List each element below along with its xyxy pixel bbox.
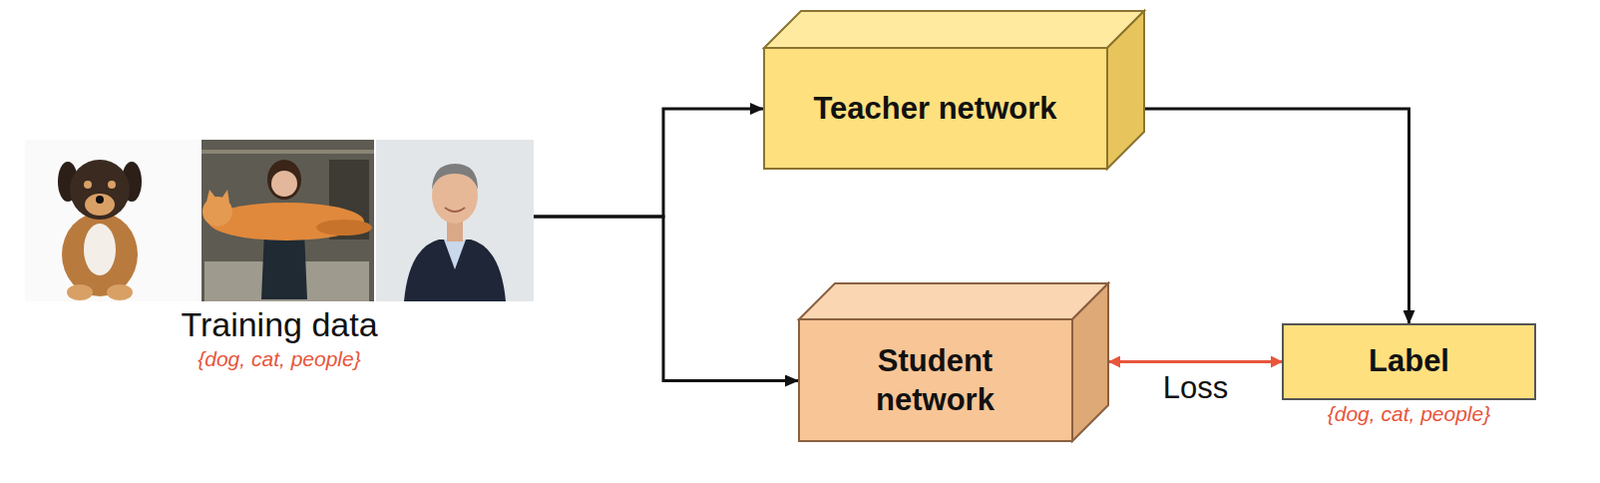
box-top-face [799, 283, 1109, 320]
box-front-face [799, 319, 1073, 441]
man-shirt [443, 239, 466, 270]
front-face: Teacher network [763, 47, 1108, 170]
dog-body [61, 212, 138, 297]
dog-muzzle [84, 193, 115, 216]
flow-arrow [1145, 108, 1410, 324]
dog-chest [83, 223, 116, 276]
man-hair [431, 163, 478, 190]
box-side-face [1107, 10, 1145, 169]
box-title: Student network [840, 342, 1031, 420]
man-photo [376, 139, 534, 302]
dog-nose [95, 195, 104, 204]
man-smile [444, 207, 465, 212]
front-face: Student network [798, 319, 1073, 442]
woman-hair [267, 159, 302, 200]
dog-paw [106, 284, 133, 301]
woman-cat-photo [201, 139, 375, 302]
caption-text: Training data [0, 305, 574, 345]
box-top-face [764, 10, 1145, 48]
shelf [201, 149, 375, 154]
box-front-face [764, 47, 1108, 169]
class-list: {dog, cat, people} [0, 347, 574, 372]
network-box: Teacher network [763, 9, 1146, 170]
box-3d-shape [763, 9, 1146, 170]
woman-face [271, 170, 298, 197]
dog-eye [83, 180, 92, 189]
training-data: Training data{dog, cat, people} [24, 139, 534, 302]
cat-ears [206, 189, 230, 203]
flow-arrow [533, 108, 764, 217]
flow-arrow [533, 216, 799, 382]
dog-eye [107, 180, 116, 189]
dog-photo [24, 139, 200, 302]
box-title: Teacher network [812, 89, 1057, 129]
cat-tail [316, 219, 373, 236]
class-list: {dog, cat, people} [1243, 401, 1575, 426]
dog-head [69, 159, 130, 220]
label-title: Label [1368, 342, 1450, 382]
edge-label: Loss [1163, 370, 1228, 406]
network-box: Student network [798, 282, 1110, 442]
man-suit [403, 239, 506, 302]
dog-paw [66, 284, 93, 301]
loss-connector [1109, 360, 1282, 364]
box-side-face [1072, 283, 1109, 441]
label-box: Label{dog, cat, people} [1281, 323, 1537, 400]
